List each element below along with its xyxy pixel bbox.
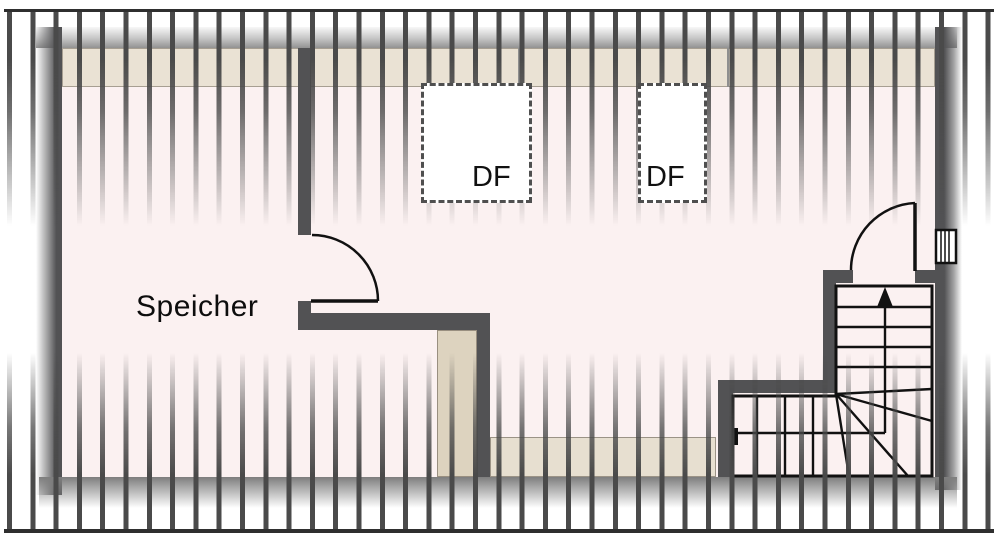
top-border-line [4,9,994,12]
door-swing-stairwell-icon [849,201,917,271]
roof-window-1-label: DF [472,161,511,193]
stair-direction-up-arrow-icon [877,287,893,307]
chimney-symbol-icon [934,228,958,265]
roof-window-2-label: DF [646,161,685,193]
door-swing-speicher-icon [311,233,380,303]
staircase [731,284,934,478]
stair-newel-marker [731,428,738,445]
stairwell-wall-door-left [823,270,853,283]
roof-window-2: DF [638,83,707,203]
stairwell-wall-door-right [915,270,937,283]
roof-window-1: DF [421,83,532,203]
bottom-border-line [4,529,994,533]
room-label-speicher: Speicher [136,290,259,323]
